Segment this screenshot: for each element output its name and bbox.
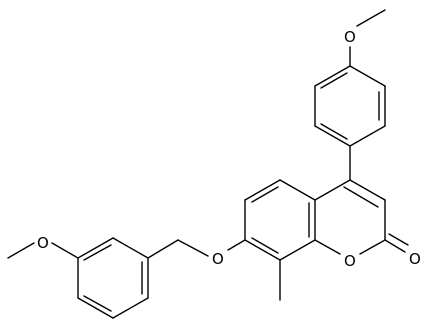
- atom-label-o-ring: O: [344, 252, 356, 270]
- methoxybenzyl-ring: [77, 237, 149, 319]
- atom-label-o-methoxy-left: O: [37, 234, 49, 252]
- benzo-ring: [244, 179, 316, 261]
- atom-label-o-carbonyl: O: [409, 250, 421, 268]
- atom-label-o-ether: O: [212, 250, 224, 268]
- carbonyl-bond: [384, 233, 409, 253]
- benzyloxy-linkage: [147, 239, 246, 259]
- methoxyphenyl-top-ring: [314, 65, 386, 147]
- pyranone-ring: [314, 179, 386, 255]
- methoxy-left: [7, 242, 79, 259]
- methoxy-top: [349, 9, 386, 67]
- atom-label-o-methoxy-top: O: [344, 28, 356, 46]
